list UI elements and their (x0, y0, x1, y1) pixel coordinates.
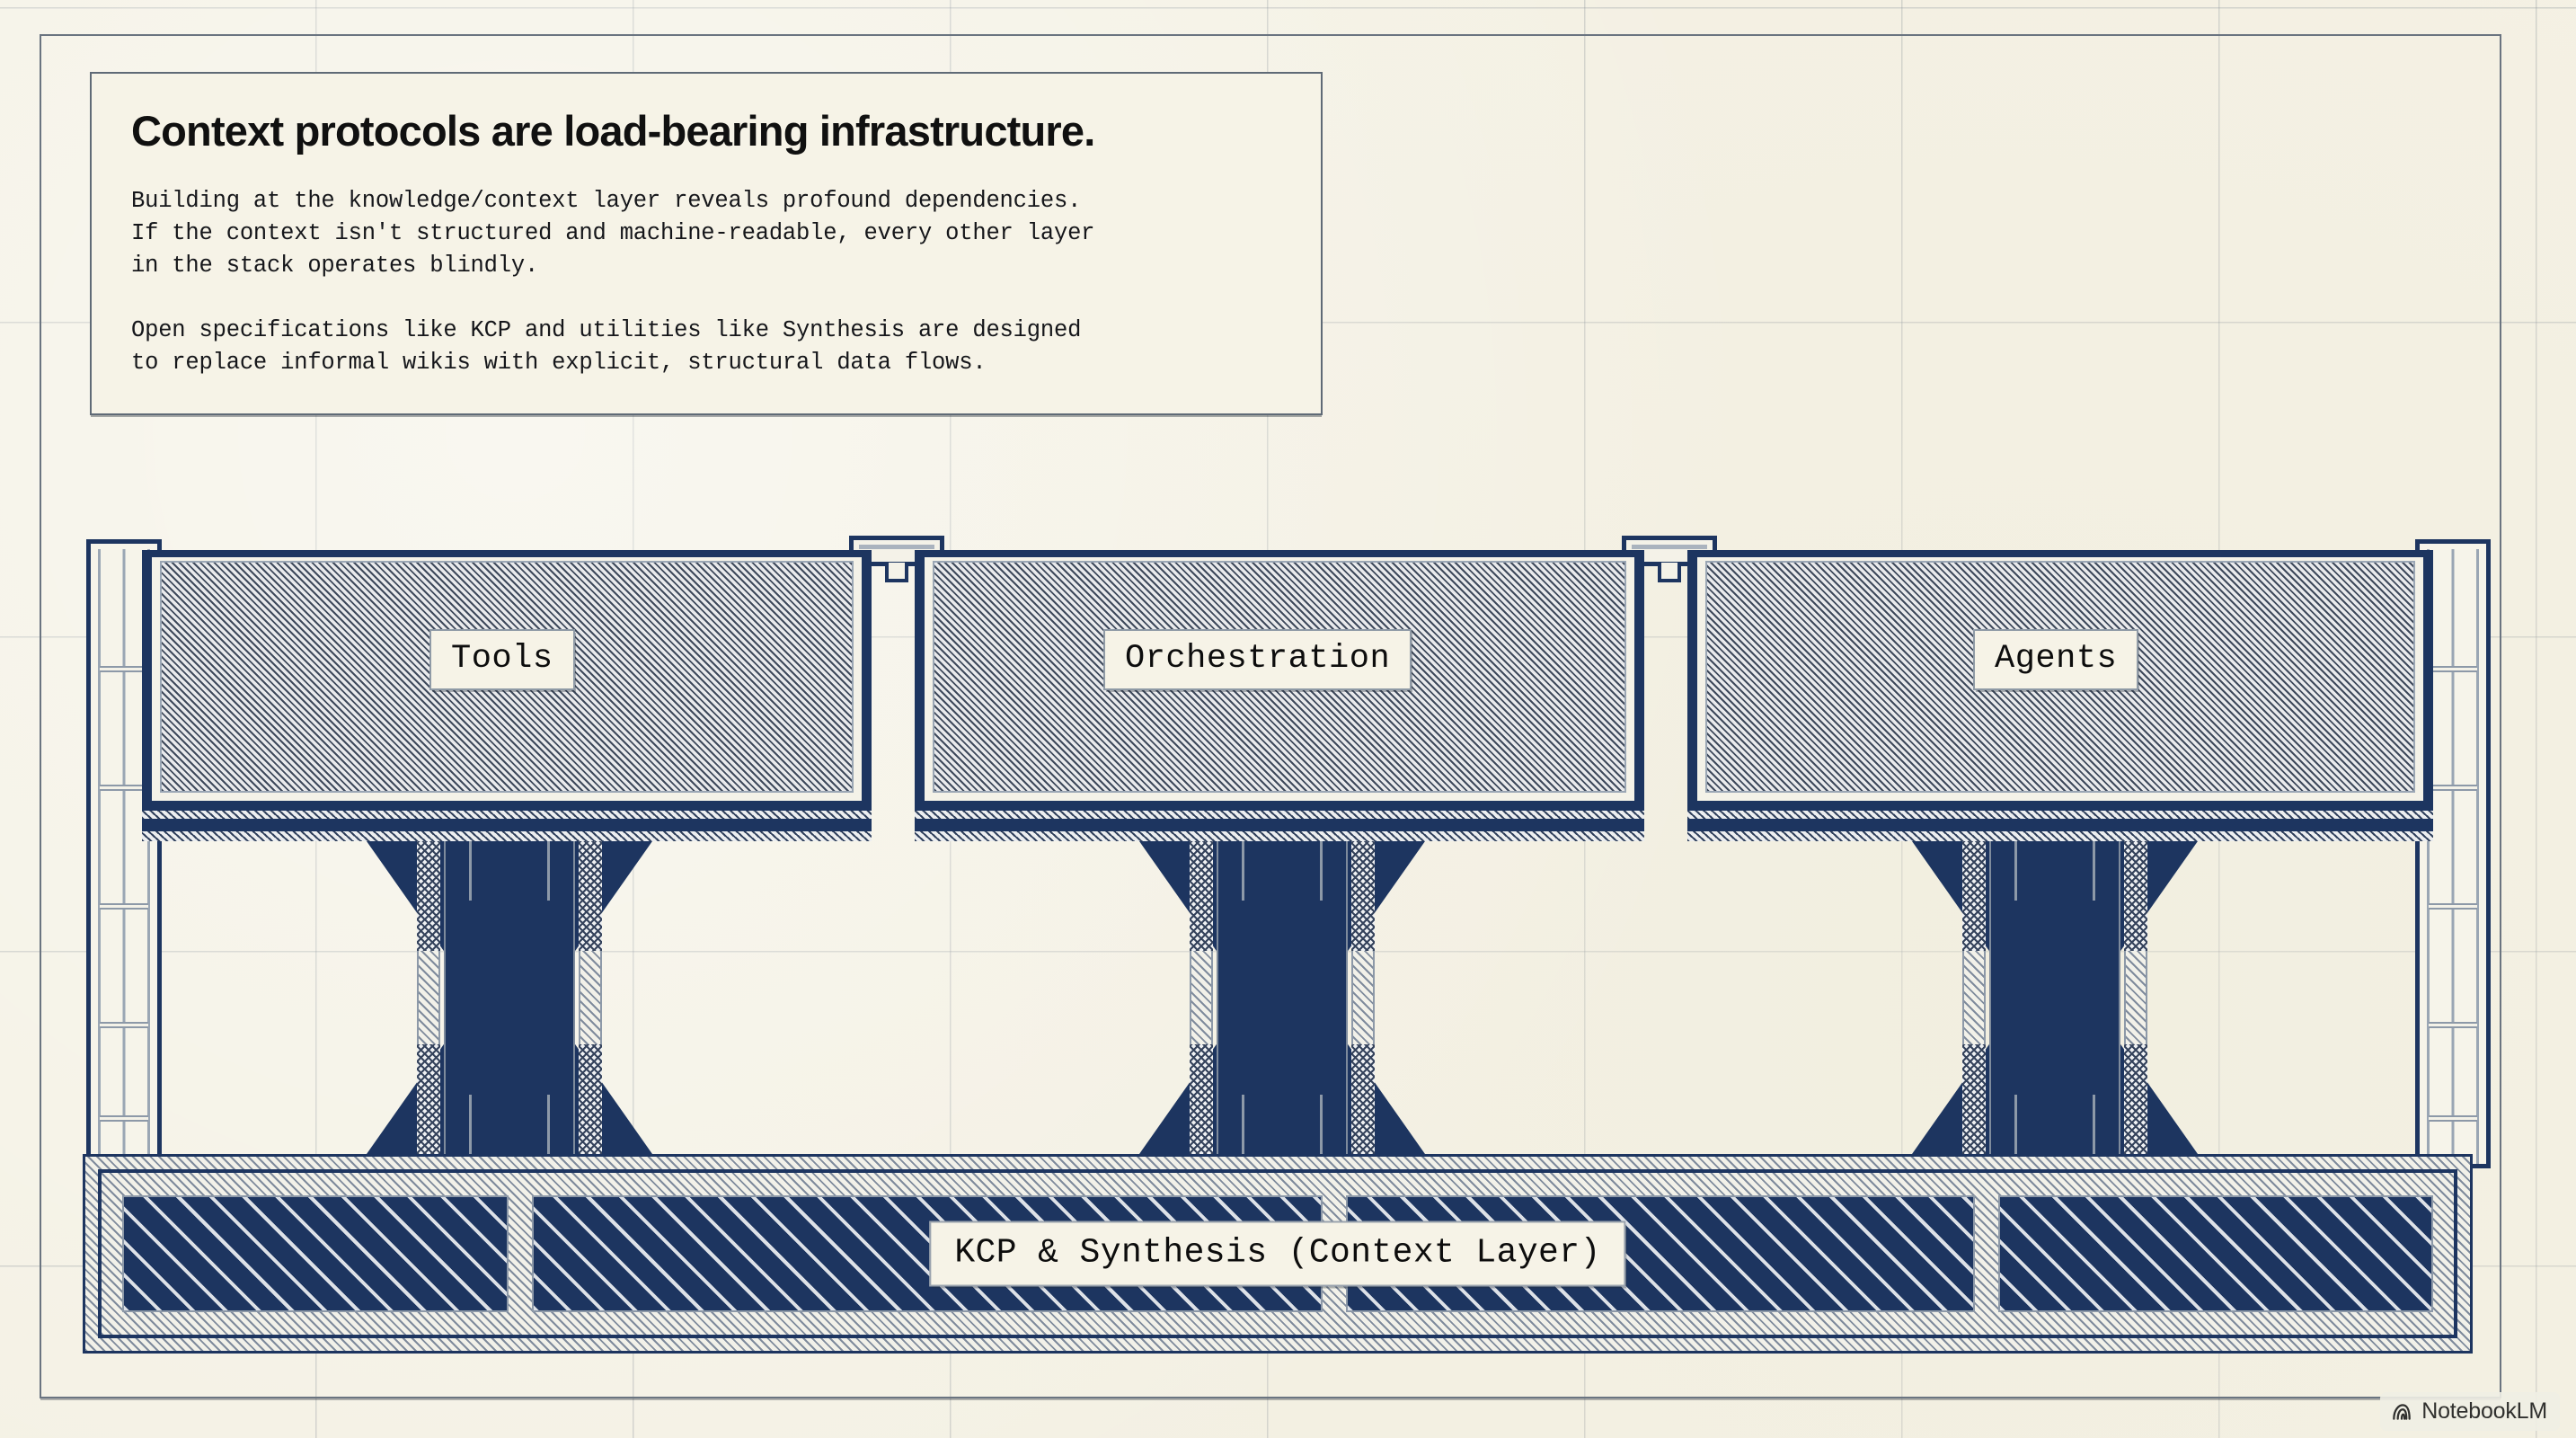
underbar-hatch-top (1687, 811, 2433, 819)
pier-strip-left (416, 841, 440, 1154)
deck-underbar (1687, 811, 2433, 841)
pier-cross-hatch-top (1189, 841, 1213, 951)
pier-tick (2014, 841, 2017, 901)
pier-strip-right (2124, 841, 2148, 1154)
foundation-slab (1998, 1195, 2433, 1312)
deck-span-agents[interactable]: Agents (1687, 550, 2433, 841)
deck-label-agents: Agents (1973, 629, 2139, 690)
notebooklm-label: NotebookLM (2421, 1398, 2547, 1424)
foundation-slab-row (122, 1195, 2433, 1312)
tower-rung (100, 1115, 148, 1122)
tower-spine (2451, 549, 2455, 1164)
pier-cross-hatch-bottom (416, 1044, 440, 1154)
pier-strip-left (1189, 841, 1213, 1154)
pier-tick (547, 1095, 551, 1154)
pier-cross-hatch-bottom (1189, 1044, 1213, 1154)
notebooklm-spiral-icon (2390, 1400, 2413, 1424)
pier-core (443, 841, 576, 1154)
tower-rung (2429, 1115, 2477, 1122)
card-paragraph-1: Building at the knowledge/context layer … (131, 187, 1095, 279)
underbar-hatch-bottom (915, 831, 1644, 841)
deck-joint-stem (885, 563, 908, 582)
pier-strip-left (1961, 841, 1986, 1154)
pier-strip-right (579, 841, 603, 1154)
bridge-pier-2 (1139, 841, 1425, 1154)
foundation-slab (122, 1195, 509, 1312)
pier-tick (2014, 1095, 2017, 1154)
underbar-navy (1687, 819, 2433, 831)
pier-cross-hatch-top (1351, 841, 1376, 951)
foundation-expansion-gap (1975, 1195, 1998, 1312)
foundation-context-layer[interactable]: KCP & Synthesis (Context Layer) (83, 1154, 2473, 1354)
underbar-hatch-top (142, 811, 872, 819)
pier-tick (547, 841, 551, 901)
slide-frame (40, 34, 2501, 1398)
pier-tick (468, 841, 472, 901)
tower-inner-right (2427, 549, 2479, 1164)
pier-cross-hatch-bottom (1961, 1044, 1986, 1154)
card-paragraph-2: Open specifications like KCP and utiliti… (131, 316, 1082, 376)
underbar-navy (142, 819, 872, 831)
tower-rung (2429, 666, 2477, 672)
pier-cross-hatch-bottom (2124, 1044, 2148, 1154)
tower-rung (100, 1022, 148, 1028)
pier-cross-hatch-top (2124, 841, 2148, 951)
pier-cross-hatch-top (579, 841, 603, 951)
pier-tick (2093, 841, 2096, 901)
notebooklm-watermark: NotebookLM (2380, 1392, 2560, 1431)
deck-span-tools[interactable]: Tools (142, 550, 872, 841)
tower-rung (100, 785, 148, 791)
tower-rung (2429, 1022, 2477, 1028)
tower-rung (100, 666, 148, 672)
info-card: Context protocols are load-bearing infra… (90, 72, 1323, 415)
pier-tick (1320, 1095, 1323, 1154)
tower-inner-left (98, 549, 150, 1164)
deck-frame (915, 550, 1644, 811)
tower-rung (2429, 785, 2477, 791)
foundation-expansion-gap (509, 1195, 532, 1312)
deck-underbar (915, 811, 1644, 841)
bridge-pier-1 (367, 841, 652, 1154)
tower-spine (122, 549, 126, 1164)
pier-cross-hatch-top (416, 841, 440, 951)
foundation-navy-line (98, 1169, 2457, 1338)
pier-core (1216, 841, 1349, 1154)
deck-joint-stem (1658, 563, 1681, 582)
pier-cross-hatch-bottom (1351, 1044, 1376, 1154)
pier-tick (468, 1095, 472, 1154)
underbar-hatch-top (915, 811, 1644, 819)
pier-tick (1241, 1095, 1244, 1154)
pier-cross-hatch-bottom (579, 1044, 603, 1154)
deck-label-tools: Tools (429, 629, 575, 690)
deck-label-orchestration: Orchestration (1103, 629, 1412, 690)
pier-cross-hatch-top (1961, 841, 1986, 951)
underbar-navy (915, 819, 1644, 831)
tower-rung (2429, 903, 2477, 910)
foundation-label: KCP & Synthesis (Context Layer) (929, 1221, 1626, 1287)
bridge-pier-3 (1912, 841, 2198, 1154)
foundation-slab (1346, 1195, 1975, 1312)
deck-frame (142, 550, 872, 811)
page-title: Context protocols are load-bearing infra… (131, 107, 1095, 155)
pier-tick (1241, 841, 1244, 901)
pier-strip-right (1351, 841, 1376, 1154)
pier-tick (1320, 841, 1323, 901)
deck-underbar (142, 811, 872, 841)
deck-span-orchestration[interactable]: Orchestration (915, 550, 1644, 841)
pier-core (1988, 841, 2121, 1154)
pier-tick (2093, 1095, 2096, 1154)
underbar-hatch-bottom (142, 831, 872, 841)
foundation-outer-border (83, 1154, 2473, 1354)
underbar-hatch-bottom (1687, 831, 2433, 841)
tower-rung (100, 903, 148, 910)
